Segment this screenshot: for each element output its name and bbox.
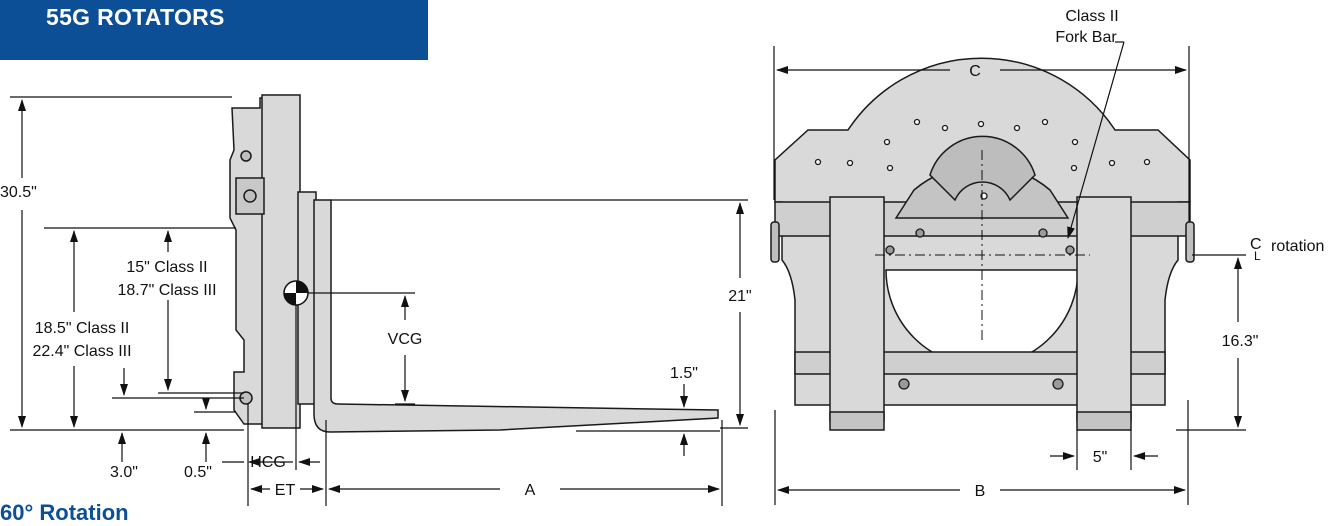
- rotation-subheading: 60° Rotation: [0, 500, 129, 525]
- rotator-housing: [229, 97, 267, 425]
- page-title: 55G ROTATORS: [46, 4, 225, 30]
- center-height-label: 16.3": [1222, 333, 1259, 350]
- a-label: A: [525, 482, 536, 499]
- title-banner: 55G ROTATORS: [0, 0, 428, 60]
- load-center-class2-label: 15" Class II: [126, 259, 207, 276]
- bolts: [814, 118, 1151, 390]
- fork-height-label: 21": [728, 288, 751, 305]
- c-label: C: [969, 63, 981, 80]
- hcg-label: HCG: [250, 454, 286, 471]
- motor-detail: [235, 177, 265, 215]
- height-class2-label: 18.5" Class II: [35, 320, 130, 337]
- fork-right: [1076, 196, 1132, 422]
- fork-bar-label: Fork Bar: [1055, 29, 1117, 46]
- load-center-class3-label: 18.7" Class III: [117, 282, 216, 299]
- b-label: B: [975, 483, 986, 500]
- vcg-label: VCG: [388, 331, 423, 348]
- cg-symbol: [283, 280, 309, 306]
- rotation-centerline-l: L: [1254, 249, 1261, 263]
- faceplate: [261, 94, 301, 429]
- bottom-offset-label: 3.0": [110, 464, 138, 481]
- small-offset-label: 0.5": [184, 464, 212, 481]
- rotation-centerline-c: C: [1250, 236, 1262, 253]
- et-label: ET: [275, 482, 296, 499]
- side-view: [229, 94, 719, 433]
- fork-thickness-label: 1.5": [670, 365, 698, 382]
- height-class3-label: 22.4" Class III: [32, 343, 131, 360]
- fork-bar-class-label: Class II: [1065, 8, 1118, 25]
- rotation-label: rotation: [1271, 238, 1324, 255]
- fork-width-label: 5": [1093, 449, 1108, 466]
- fork-left: [829, 196, 885, 422]
- overall-height-label: 30.5": [0, 184, 37, 201]
- fork: [313, 199, 719, 433]
